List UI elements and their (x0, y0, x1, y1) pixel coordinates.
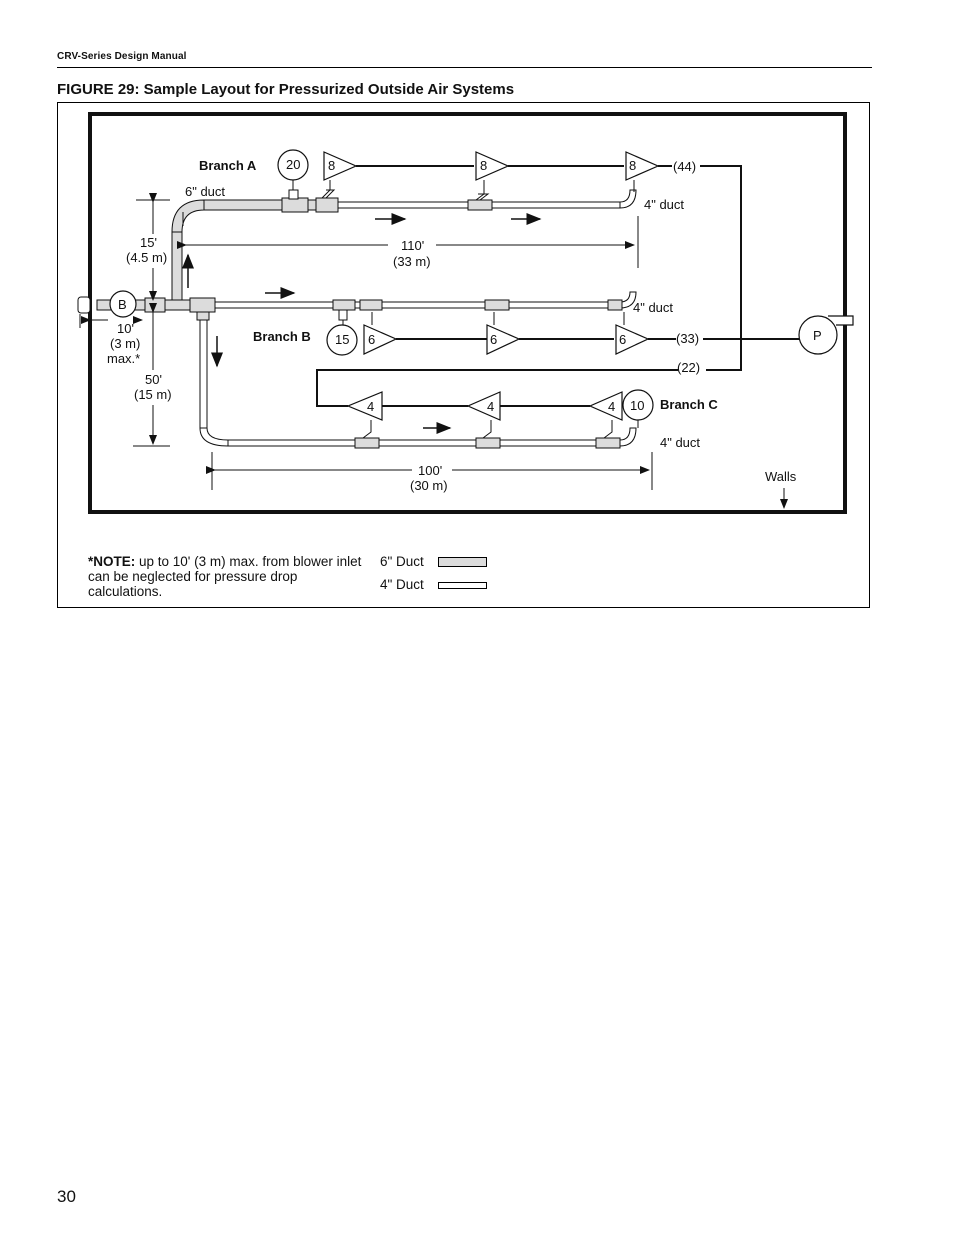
junction-tee-3 (196, 311, 210, 321)
branch-a-fitting-2 (315, 197, 339, 213)
blower-label: B (118, 297, 127, 312)
branch-c-diffuser-2 (466, 391, 501, 421)
drop-elbow (199, 427, 229, 447)
dimension-lines (79, 193, 788, 509)
branch-b-controller (326, 324, 358, 356)
branch-b-diffuser-3-size: 6 (619, 332, 626, 347)
branch-c-end-elbow (619, 427, 637, 447)
branch-b-four-inch-label: 4" duct (633, 300, 673, 315)
branch-c-four-inch-label: 4" duct (660, 435, 700, 450)
pressure-source-outlet (828, 315, 854, 326)
dim-up-m: (4.5 m) (126, 250, 167, 265)
pressure-source: P (798, 315, 854, 355)
branch-b-diffuser-1 (363, 324, 398, 355)
riser-duct-6in (171, 231, 183, 301)
page-number: 30 (57, 1187, 76, 1206)
branch-a-diffuser-3-size: 8 (629, 158, 636, 173)
branch-a-diffuser-2-size: 8 (480, 158, 487, 173)
pressure-source-circle (798, 315, 838, 355)
dim-down-ft: 50' (145, 372, 162, 387)
header-rule (57, 67, 872, 68)
branch-b-total: (33) (676, 331, 699, 346)
blower-inlet (77, 296, 91, 314)
flow-arrows (182, 213, 542, 434)
branch-a-label: Branch A (199, 158, 257, 173)
legend-six-inch-swatch (438, 557, 487, 567)
dim-up-ft: 15' (140, 235, 157, 250)
branch-a-controller-value: 20 (286, 157, 300, 172)
dim-down-m: (15 m) (134, 387, 172, 402)
branch-c-fitting-3 (595, 437, 621, 449)
branch-b-diffuser-3 (615, 324, 650, 355)
note-text: up to 10' (3 m) max. from blower inlet c… (88, 554, 362, 599)
branch-a-diffuser-1 (323, 151, 358, 181)
branch-c-fitting-2 (475, 437, 501, 449)
branch-b-devices: 15 6 6 6 (33) (326, 309, 699, 356)
figure-frame (57, 102, 870, 608)
branch-b-controller-value: 15 (335, 332, 349, 347)
branch-b-fitting-3 (484, 299, 510, 311)
drop-duct (199, 309, 208, 429)
branch-b-fitting-2 (359, 299, 383, 311)
branch-c-diffuser-1 (346, 391, 383, 421)
branch-c-diffuser-3-size: 4 (608, 399, 615, 414)
six-inch-duct-label: 6" duct (185, 184, 225, 199)
branch-c-diffuser-1-size: 4 (367, 399, 374, 414)
dim-a-m: (33 m) (393, 254, 431, 269)
building-walls (88, 112, 847, 514)
junction-tee-2 (189, 297, 216, 313)
dim-blower-ft: 10' (117, 321, 134, 336)
branch-b-duct-4in (214, 301, 621, 309)
legend-four-inch-label: 4" Duct (380, 577, 424, 592)
blower-circle (109, 290, 137, 318)
branch-c-duct-4in (227, 439, 621, 447)
branch-a-fitting-3 (467, 199, 493, 211)
branch-c-fitting-1 (354, 437, 380, 449)
branch-c-diffuser-2-size: 4 (487, 399, 494, 414)
branch-a-total: (44) (673, 159, 696, 174)
legend-four-inch-swatch (438, 582, 487, 589)
branch-a-fitting-1 (281, 197, 309, 213)
dim-blower-max: max.* (107, 351, 140, 366)
branch-a-diffuser-2 (475, 151, 510, 181)
branch-b-fitting-4 (607, 299, 623, 311)
branch-c-diffuser-3 (588, 391, 623, 421)
branch-b-diffuser-2 (486, 324, 521, 355)
branch-c-controller-value: 10 (630, 398, 644, 413)
running-header: CRV-Series Design Manual (57, 51, 187, 62)
branch-b-end-elbow (619, 291, 637, 309)
branch-c-devices: 4 4 4 10 (22) (346, 360, 700, 439)
branch-b-diffuser-2-size: 6 (490, 332, 497, 347)
riser-elbow (171, 199, 205, 233)
legend-six-inch-label: 6" Duct (380, 554, 424, 569)
branch-b-label: Branch B (253, 329, 311, 344)
dim-c-m: (30 m) (410, 478, 448, 493)
branch-a-diffuser-3 (625, 151, 660, 181)
branch-c-label: Branch C (660, 397, 718, 412)
figure-note: *NOTE: up to 10' (3 m) max. from blower … (88, 554, 368, 599)
junction-tee-1 (144, 297, 166, 313)
branch-b-sensor (338, 309, 348, 321)
branch-a-sensor (288, 189, 299, 200)
dim-c-ft: 100' (418, 463, 442, 478)
branch-b-fitting-1 (332, 299, 356, 311)
branch-b-diffuser-1-size: 6 (368, 332, 375, 347)
pressure-source-label: P (813, 328, 822, 343)
branch-a-end-elbow (619, 189, 637, 209)
note-prefix: *NOTE: (88, 554, 136, 569)
blower: B (77, 290, 137, 318)
figure-title: FIGURE 29: Sample Layout for Pressurized… (57, 81, 515, 98)
dim-blower-m: (3 m) (110, 336, 140, 351)
branch-c-total: (22) (677, 360, 700, 375)
branch-a-four-inch-label: 4" duct (644, 197, 684, 212)
branch-a-devices: 20 8 8 8 (44) (277, 149, 696, 201)
walls-label: Walls (765, 469, 797, 484)
pressure-lines (316, 165, 799, 407)
dim-a-ft: 110' (401, 238, 424, 253)
branch-a-diffuser-1-size: 8 (328, 158, 335, 173)
